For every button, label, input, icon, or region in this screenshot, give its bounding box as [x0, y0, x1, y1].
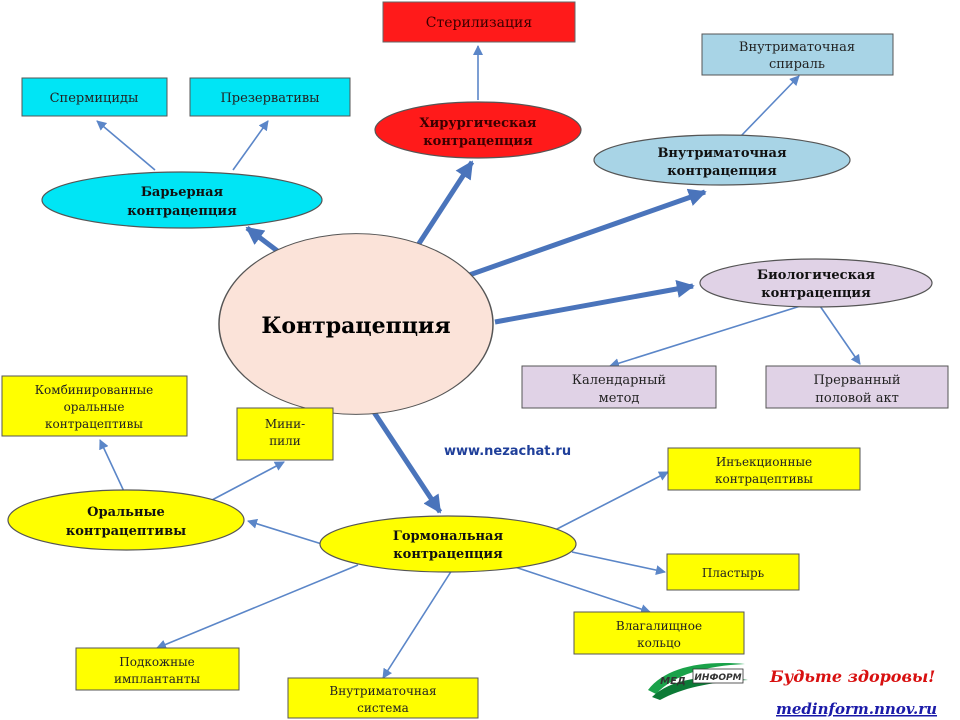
implants-label-2: имплантанты	[114, 672, 201, 686]
hormonal-label-1: Гормональная	[393, 529, 504, 544]
barrier-label-1: Барьерная	[141, 185, 224, 200]
node-iud-method: Внутриматочная контрацепция	[593, 134, 851, 186]
arrow-to-iud	[739, 75, 800, 138]
condoms-label: Презервативы	[220, 91, 319, 106]
arrow-to-spermicides	[96, 120, 156, 171]
arrow-to-patch	[571, 551, 666, 575]
node-coc: Комбинированные оральные контрацептивы	[1, 375, 188, 437]
node-oral: Оральные контрацептивы	[7, 489, 245, 551]
node-spermicides: Спермициды	[21, 77, 168, 117]
node-implants: Подкожные имплантанты	[75, 647, 240, 691]
node-patch: Пластырь	[666, 553, 800, 591]
center-label: Контрацепция	[261, 313, 450, 339]
node-center: Контрацепция	[218, 233, 494, 415]
node-sterilization: Стерилизация	[382, 1, 576, 43]
coc-label-3: контрацептивы	[45, 417, 143, 431]
arrow-to-oral	[247, 518, 326, 546]
node-injection: Инъекционные контрацептивы	[667, 447, 861, 491]
oral-label-2: контрацептивы	[66, 524, 186, 539]
coc-label-2: оральные	[64, 400, 125, 414]
ring-label-1: Влагалищное	[616, 619, 702, 633]
node-calendar: Календарный метод	[521, 365, 717, 409]
calendar-label-2: метод	[599, 391, 640, 406]
arrow-to-minipill	[211, 461, 285, 501]
site-url[interactable]: www.nezachat.ru	[444, 444, 571, 459]
footer-url[interactable]: medinform.nnov.ru	[776, 700, 937, 718]
ring-label-2: кольцо	[637, 636, 681, 650]
node-minipill: Мини- пили	[236, 407, 334, 461]
node-hormonal: Гормональная контрацепция	[319, 515, 577, 573]
withdrawal-label-2: половой акт	[815, 391, 899, 406]
injection-label-2: контрацептивы	[715, 472, 813, 486]
barrier-label-2: контрацепция	[127, 204, 237, 219]
surgical-label-2: контрацепция	[423, 134, 533, 149]
iud-method-label-2: контрацепция	[667, 164, 777, 179]
minipill-label-1: Мини-	[265, 417, 305, 431]
hormonal-label-2: контрацепция	[393, 547, 503, 562]
arrow-to-implants	[156, 564, 359, 650]
spermicides-label: Спермициды	[50, 91, 139, 106]
iud-label-2: спираль	[769, 57, 825, 72]
node-iud: Внутриматочная спираль	[701, 33, 894, 76]
oral-label-1: Оральные	[87, 505, 165, 520]
implants-label-1: Подкожные	[119, 655, 195, 669]
arrow-to-withdrawal	[819, 305, 861, 365]
arrow-to-biological	[494, 280, 695, 325]
biological-label-2: контрацепция	[761, 286, 871, 301]
node-biological: Биологическая контрацепция	[699, 258, 933, 308]
node-surgical: Хирургическая контрацепция	[374, 101, 582, 159]
node-withdrawal: Прерванный половой акт	[765, 365, 949, 409]
arrow-to-ius	[382, 569, 453, 679]
medinform-logo: МЕД ИНФОРМ	[648, 663, 748, 700]
slogan: Будьте здоровы!	[769, 667, 935, 686]
coc-label-1: Комбинированные	[35, 383, 154, 397]
arrow-to-injection	[554, 471, 669, 531]
iud-label-1: Внутриматочная	[739, 40, 855, 55]
ius-label-1: Внутриматочная	[329, 684, 436, 698]
sterilization-label: Стерилизация	[426, 15, 533, 31]
node-ring: Влагалищное кольцо	[573, 611, 745, 655]
calendar-label-1: Календарный	[572, 373, 666, 388]
node-ius: Внутриматочная система	[287, 677, 479, 719]
surgical-label-1: Хирургическая	[420, 116, 537, 131]
logo-text-right: ИНФОРМ	[694, 673, 741, 683]
logo-text-left: МЕД	[660, 676, 686, 687]
biological-label-1: Биологическая	[757, 268, 875, 283]
iud-method-label-1: Внутриматочная	[657, 146, 787, 161]
node-barrier: Барьерная контрацепция	[41, 171, 323, 229]
connectors	[96, 45, 861, 679]
injection-label-1: Инъекционные	[716, 455, 812, 469]
ius-label-2: система	[357, 701, 409, 715]
arrow-to-calendar	[609, 302, 811, 369]
minipill-label-2: пили	[269, 434, 301, 448]
node-condoms: Презервативы	[189, 77, 351, 117]
withdrawal-label-1: Прерванный	[813, 373, 900, 388]
patch-label: Пластырь	[702, 566, 765, 580]
arrow-to-ring	[514, 566, 651, 614]
arrow-to-iud-method	[454, 188, 707, 283]
arrow-to-condoms	[232, 120, 269, 171]
